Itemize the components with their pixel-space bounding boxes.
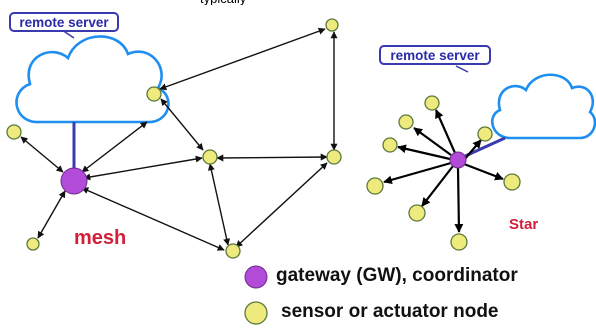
- mesh-link: [81, 187, 225, 251]
- star-link: [463, 139, 482, 161]
- star-link: [434, 109, 457, 154]
- mesh-link: [20, 136, 64, 173]
- sensor-node: [424, 95, 440, 111]
- mesh-server-label: remote server: [9, 12, 119, 32]
- sensor-node: [503, 173, 521, 191]
- sensor-node: [326, 149, 342, 165]
- mesh-cloud-icon: [15, 35, 170, 124]
- sensor-node: [477, 126, 493, 142]
- sensor-node: [450, 233, 468, 251]
- mesh-gateway-node: [60, 167, 88, 195]
- mesh-link: [207, 163, 231, 246]
- legend-gateway-label: gateway (GW), coordinator: [276, 265, 518, 286]
- legend-sensor-label: sensor or actuator node: [281, 301, 499, 322]
- mesh-link: [216, 153, 328, 162]
- sensor-node: [366, 177, 384, 195]
- star-server-connector: [455, 65, 469, 73]
- legend-gateway-icon: [244, 265, 268, 289]
- sensor-node: [325, 18, 339, 32]
- star-server-label: remote server: [379, 45, 491, 65]
- star-cloud-icon: [490, 73, 596, 140]
- mesh-links: [20, 27, 338, 251]
- star-link: [397, 144, 451, 161]
- mesh-link: [81, 121, 148, 173]
- sensor-node: [202, 149, 218, 165]
- sensor-node: [398, 114, 414, 130]
- legend-sensor-icon: [244, 301, 268, 325]
- mesh-link: [160, 98, 204, 151]
- mesh-network-label: mesh: [74, 227, 127, 249]
- star-link: [383, 161, 452, 185]
- mesh-nodes: [6, 18, 342, 259]
- sensor-node: [225, 243, 241, 259]
- sensor-node: [146, 86, 162, 102]
- star-network-label: Star: [509, 216, 539, 233]
- sensor-node: [6, 124, 22, 140]
- mesh-link: [37, 190, 66, 239]
- mesh-link: [235, 162, 328, 248]
- sensor-node: [382, 137, 398, 153]
- star-nodes: [366, 95, 521, 251]
- star-gateway-node: [449, 151, 467, 169]
- star-link: [421, 165, 454, 207]
- star-links: [383, 109, 504, 233]
- mesh-link: [159, 27, 326, 91]
- star-link: [463, 162, 504, 181]
- mesh-link: [83, 155, 203, 181]
- sensor-node: [408, 204, 426, 222]
- star-link: [454, 167, 464, 233]
- sensor-node: [26, 237, 40, 251]
- top-caption-fragment: typically: [200, 0, 460, 5]
- star-link: [413, 127, 452, 156]
